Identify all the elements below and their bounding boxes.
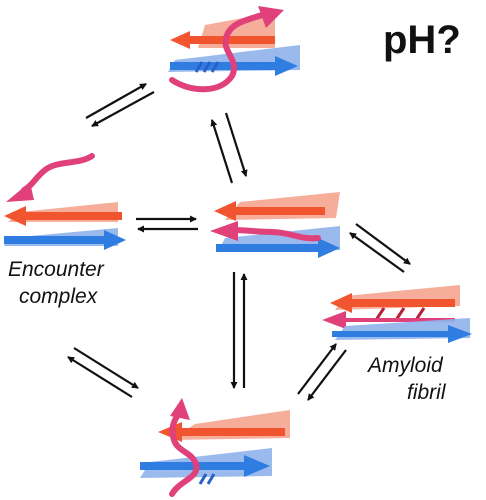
red-strand-arrow bbox=[4, 206, 122, 226]
eq-arrow-forward bbox=[355, 223, 411, 265]
hydrogen-bonds bbox=[194, 61, 220, 73]
amyloid-label-line2: fibril bbox=[407, 381, 446, 404]
ph-question-label: pH? bbox=[383, 18, 461, 62]
peptide-chain bbox=[169, 11, 268, 93]
blue-strand-arrow bbox=[216, 238, 340, 258]
encounter-label-line2: complex bbox=[19, 285, 98, 308]
encounter-label-line1: Encounter bbox=[8, 258, 104, 281]
blue-strand-arrow bbox=[4, 230, 126, 250]
peptide-chain bbox=[231, 227, 321, 242]
peptide-arrowhead bbox=[210, 221, 238, 241]
eq-arrow-forward bbox=[297, 343, 337, 395]
peptide-chain bbox=[169, 409, 200, 497]
blue-strand-arrow bbox=[332, 325, 472, 343]
eq-arrow-reverse bbox=[349, 232, 405, 273]
eq-arrow-forward bbox=[224, 112, 248, 177]
state-center bbox=[210, 192, 340, 258]
peptide-arrowhead bbox=[258, 6, 284, 28]
state-encounter bbox=[4, 153, 126, 250]
equilibrium-arrows bbox=[67, 83, 411, 401]
red-strand-arrow bbox=[214, 201, 325, 221]
eq-arrow-reverse bbox=[210, 119, 234, 184]
peptide-arrowhead bbox=[170, 398, 190, 420]
amyloid-label-line1: Amyloid bbox=[368, 354, 443, 377]
state-top bbox=[168, 6, 300, 93]
red-strand-arrow bbox=[330, 293, 455, 313]
eq-arrow-forward bbox=[73, 347, 139, 389]
state-amyloid bbox=[322, 285, 472, 343]
state-bottom bbox=[140, 398, 290, 497]
free-peptide bbox=[21, 153, 95, 193]
eq-arrow-reverse bbox=[91, 91, 155, 127]
bound-peptide bbox=[322, 311, 455, 329]
red-strand-arrow bbox=[170, 31, 275, 49]
eq-arrow-forward bbox=[85, 83, 147, 119]
hydrogen-bonds bbox=[198, 473, 216, 485]
eq-arrow-reverse bbox=[67, 356, 133, 398]
free-peptide-arrowhead bbox=[6, 182, 34, 202]
red-strand-arrow bbox=[158, 422, 285, 442]
red-sheet-plane bbox=[225, 192, 340, 220]
eq-arrow-reverse bbox=[307, 349, 347, 401]
blue-strand-arrow bbox=[140, 455, 270, 477]
